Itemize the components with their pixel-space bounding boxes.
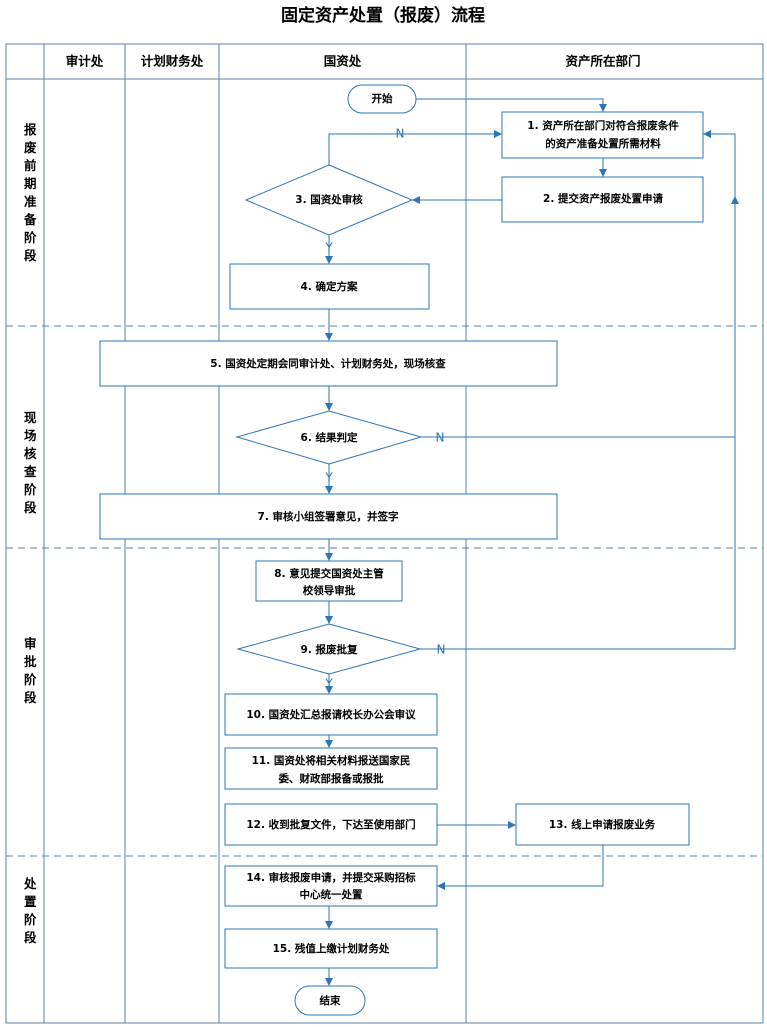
node-13-online-apply — [515, 803, 690, 846]
arrow-3-no-to-1 — [328, 130, 502, 165]
stage-dividers — [6, 325, 763, 857]
end-node — [294, 985, 366, 1016]
connectors — [325, 98, 739, 986]
lane-header-asset-office: 国资处 — [324, 54, 362, 69]
node-5-onsite-check — [99, 340, 558, 387]
node-8-label-line1: 8. 意见提交国资处主管 — [274, 567, 384, 580]
node-15-remit-residual — [224, 928, 438, 969]
node-12-label: 12. 收到批复文件，下达至使用部门 — [246, 818, 415, 831]
node-4-determine-plan — [229, 263, 430, 310]
node-9-label: 9. 报废批复 — [301, 643, 358, 656]
swimlane-frame — [5, 43, 764, 1024]
stage-label-disposal: 处 置 阶 段 — [23, 876, 41, 945]
lane-header-audit: 审计处 — [66, 54, 104, 69]
arrow-13-to-14 — [437, 845, 604, 890]
node-6-label: 6. 结果判定 — [301, 431, 358, 444]
line-9-no-return — [420, 196, 739, 650]
node-11-label-line1: 11. 国资处将相关材料报送国家民 — [252, 754, 411, 767]
label-3-no: N — [396, 127, 405, 141]
node-15-label: 15. 残值上缴计划财务处 — [273, 942, 390, 955]
node-8-leader-approval — [255, 560, 403, 602]
node-14-review-disposal — [224, 865, 438, 907]
page-title: 固定资产处置（报废）流程 — [281, 5, 485, 26]
node-1-label-line2: 的资产准备处置所需材料 — [545, 137, 661, 150]
label-9-no: N — [437, 643, 446, 657]
node-8-label-line2: 校领导审批 — [303, 584, 356, 597]
lane-header-owning-department: 资产所在部门 — [565, 54, 640, 69]
node-4-label: 4. 确定方案 — [301, 280, 358, 293]
node-11-report-ministry — [224, 747, 438, 790]
lane-header-finance: 计划财务处 — [141, 54, 204, 69]
label-6-no: N — [436, 431, 445, 445]
node-10-label: 10. 国资处汇总报请校长办公会审议 — [246, 708, 416, 721]
node-13-label: 13. 线上申请报废业务 — [549, 818, 656, 831]
node-7-label: 7. 审核小组签署意见，并签字 — [258, 510, 399, 523]
node-7-sign-opinion — [99, 493, 558, 540]
node-14-label-line2: 中心统一处置 — [300, 888, 363, 901]
node-3-label: 3. 国资处审核 — [295, 193, 363, 206]
end-node-label: 结束 — [320, 994, 341, 1007]
node-10-president-meeting — [224, 693, 438, 736]
node-5-label: 5. 国资处定期会同审计处、计划财务处，现场核查 — [210, 357, 446, 370]
node-14-label-line1: 14. 审核报废申请，并提交采购招标 — [246, 871, 416, 884]
stage-label-approval: 审 批 阶 段 — [24, 636, 41, 705]
node-12-receive-approval — [224, 803, 438, 846]
arrow-start-to-1 — [416, 98, 607, 112]
start-node-label: 开始 — [372, 92, 393, 105]
node-1-prepare-materials — [501, 111, 704, 159]
node-1-label-line1: 1. 资产所在部门对符合报废条件 — [527, 119, 679, 132]
node-2-label: 2. 提交资产报废处置申请 — [543, 192, 663, 205]
node-11-label-line2: 委、财政部报备或报批 — [278, 772, 384, 785]
label-9-yes: Y — [324, 677, 333, 691]
arrow-return-to-1 — [703, 130, 736, 200]
label-3-yes: Y — [324, 241, 333, 255]
label-6-yes: Y — [324, 471, 333, 485]
stage-label-preparation: 报 废 前 期 准 备 阶 段 — [23, 122, 41, 263]
stage-label-onsite-check: 现 场 核 查 阶 段 — [23, 410, 41, 515]
node-2-submit-application — [501, 176, 704, 223]
